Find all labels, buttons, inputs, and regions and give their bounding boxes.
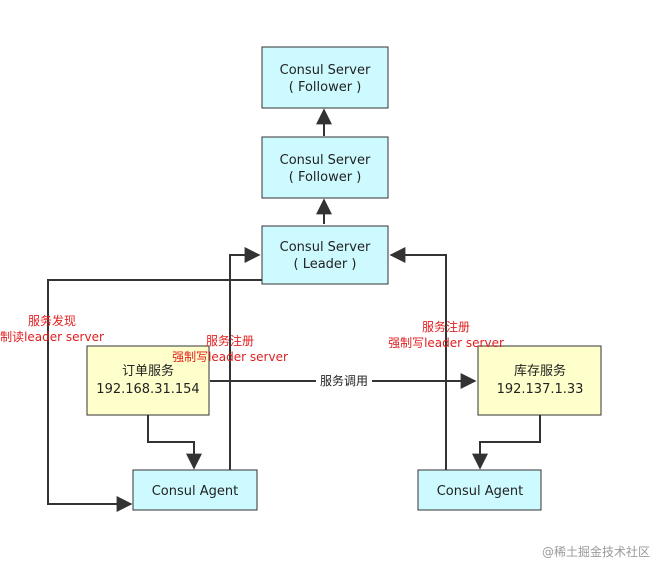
node-server-top-role: ( Follower ) xyxy=(289,80,362,95)
node-agent-right: Consul Agent xyxy=(417,469,542,511)
node-agent-right-box xyxy=(417,469,542,511)
edge-label-discovery: 服务发现 制读leader server xyxy=(0,313,104,344)
connectors xyxy=(47,108,541,512)
edge-label-register-mid-line1: 服务注册 xyxy=(206,333,254,348)
node-stock-service-box xyxy=(477,345,602,416)
node-stock-service-ip: 192.137.1.33 xyxy=(497,382,584,397)
edge-label-register-right-line2: 强制写leader server xyxy=(388,336,504,350)
arrow-register-agent-right-to-leader xyxy=(389,247,447,470)
node-stock-service-name: 库存服务 xyxy=(514,363,566,379)
node-server-leader-title: Consul Server xyxy=(280,240,371,255)
arrow-order-to-agent-left xyxy=(147,415,202,470)
edge-label-discovery-line1: 服务发现 xyxy=(28,313,76,328)
arrow-register-agent-left-to-leader xyxy=(229,247,261,470)
arrow-discovery-leader-to-agent-left xyxy=(47,279,262,512)
edge-label-service-call: 服务调用 xyxy=(316,372,372,389)
node-agent-right-label: Consul Agent xyxy=(437,484,524,499)
node-order-service-box xyxy=(86,345,210,416)
node-server-mid-title: Consul Server xyxy=(280,153,371,168)
node-order-service-ip: 192.168.31.154 xyxy=(96,382,199,397)
node-agent-left-box xyxy=(132,469,258,511)
node-server-top-title: Consul Server xyxy=(280,63,371,78)
watermark: @稀土掘金技术社区 xyxy=(542,544,650,559)
arrow-stock-to-agent-right xyxy=(472,415,541,470)
edge-label-register-mid-line2: 强制写leader server xyxy=(172,350,288,364)
node-stock-service: 库存服务 192.137.1.33 xyxy=(477,345,602,416)
node-agent-left-label: Consul Agent xyxy=(152,484,239,499)
node-server-mid-role: ( Follower ) xyxy=(289,170,362,185)
node-server-mid: Consul Server ( Follower ) xyxy=(261,136,389,199)
node-server-leader-box xyxy=(261,225,389,285)
edge-label-discovery-line2: 制读leader server xyxy=(0,330,104,344)
node-server-top: Consul Server ( Follower ) xyxy=(261,46,389,109)
node-agent-left: Consul Agent xyxy=(132,469,258,511)
node-server-leader: Consul Server ( Leader ) xyxy=(261,225,389,285)
node-order-service: 订单服务 192.168.31.154 xyxy=(86,345,210,416)
edge-label-register-right: 服务注册 强制写leader server xyxy=(388,319,504,350)
node-server-mid-box xyxy=(261,136,389,199)
node-server-top-box xyxy=(261,46,389,109)
node-order-service-name: 订单服务 xyxy=(122,363,174,379)
edge-label-register-mid: 服务注册 强制写leader server xyxy=(172,333,288,364)
edge-label-register-right-line1: 服务注册 xyxy=(422,319,470,334)
edge-label-service-call-text: 服务调用 xyxy=(320,373,368,388)
node-server-leader-role: ( Leader ) xyxy=(294,257,357,272)
